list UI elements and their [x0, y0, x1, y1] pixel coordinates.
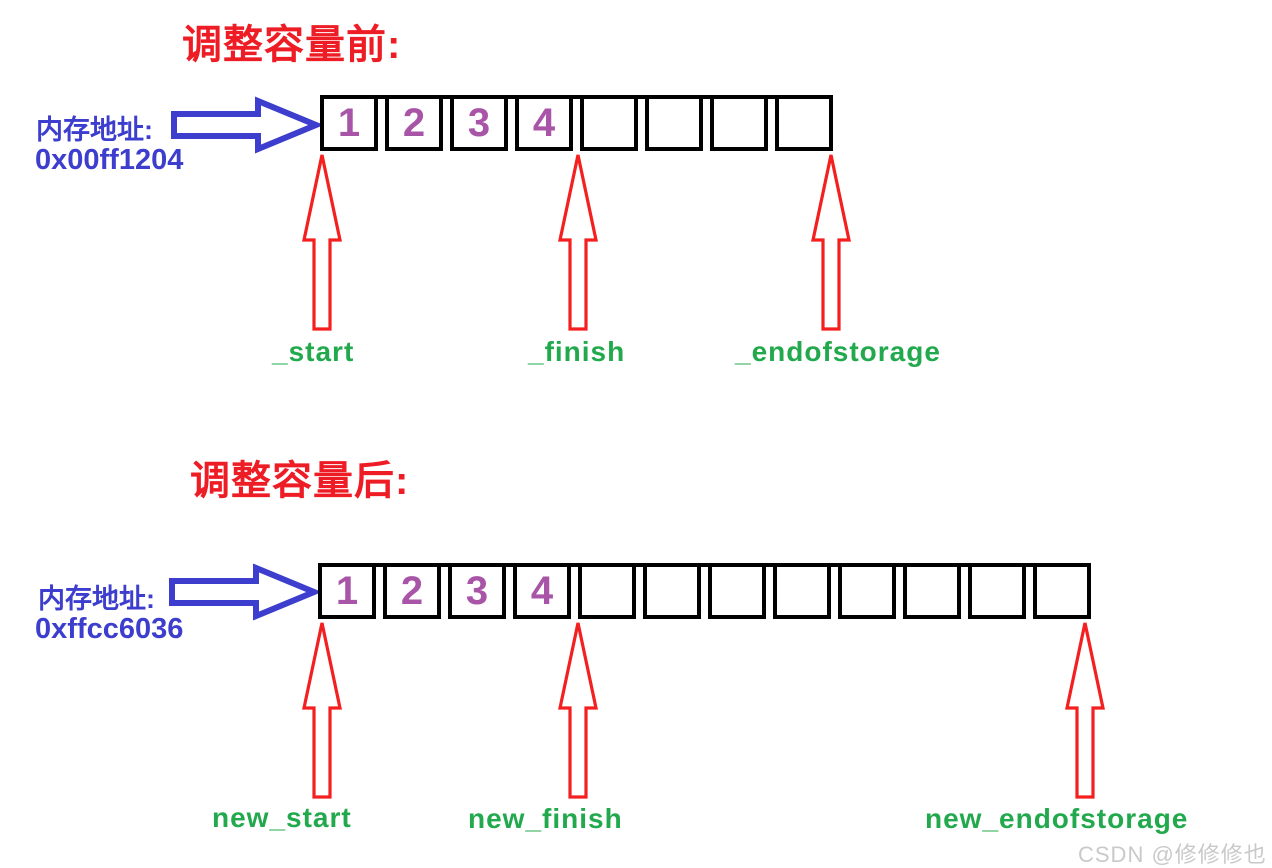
- start-arrow-icon: [302, 154, 342, 331]
- array-cell: 1: [318, 563, 376, 619]
- array-cell: [903, 563, 961, 619]
- pointer-label-endofstorage: _endofstorage: [735, 336, 941, 367]
- pointer-label-new-endofstorage: new_endofstorage: [925, 803, 1189, 834]
- pointer-label-new-start: new_start: [212, 802, 352, 833]
- endofstorage-arrow-icon: [811, 154, 851, 331]
- pointer-label-new-finish: new_finish: [468, 803, 623, 834]
- array-cell: [645, 95, 703, 151]
- array-cell: [968, 563, 1026, 619]
- array-cell: [580, 95, 638, 151]
- pointer-label-start: _start: [272, 336, 355, 367]
- section-title-before: 调整容量前:: [182, 23, 402, 67]
- memory-address-value: 0x00ff1204: [35, 144, 184, 176]
- array-cell: 2: [385, 95, 443, 151]
- array-cell: [1033, 563, 1091, 619]
- array-cell: 3: [450, 95, 508, 151]
- array-cell: [775, 95, 833, 151]
- array-cell: [710, 95, 768, 151]
- array-cell: 3: [448, 563, 506, 619]
- array-cell: [838, 563, 896, 619]
- pointer-label-finish: _finish: [528, 336, 626, 367]
- array-cell: [578, 563, 636, 619]
- array-cell: 2: [383, 563, 441, 619]
- memory-pointer-arrow-icon: [169, 563, 318, 621]
- array-cell: 4: [513, 563, 571, 619]
- array-cell: [708, 563, 766, 619]
- array-cell: 4: [515, 95, 573, 151]
- array-cell: [643, 563, 701, 619]
- memory-address-label: 内存地址:: [36, 115, 153, 145]
- new-endofstorage-arrow-icon: [1065, 622, 1105, 799]
- new-finish-arrow-icon: [558, 622, 598, 799]
- array-cell: [773, 563, 831, 619]
- memory-address-value: 0xffcc6036: [35, 613, 184, 645]
- array-cell: 1: [320, 95, 378, 151]
- csdn-watermark: CSDN @修修修也: [1078, 842, 1267, 867]
- finish-arrow-icon: [558, 154, 598, 331]
- memory-pointer-arrow-icon: [171, 96, 320, 154]
- memory-address-label: 内存地址:: [38, 584, 155, 614]
- section-title-after: 调整容量后:: [190, 459, 410, 503]
- new-start-arrow-icon: [302, 622, 342, 799]
